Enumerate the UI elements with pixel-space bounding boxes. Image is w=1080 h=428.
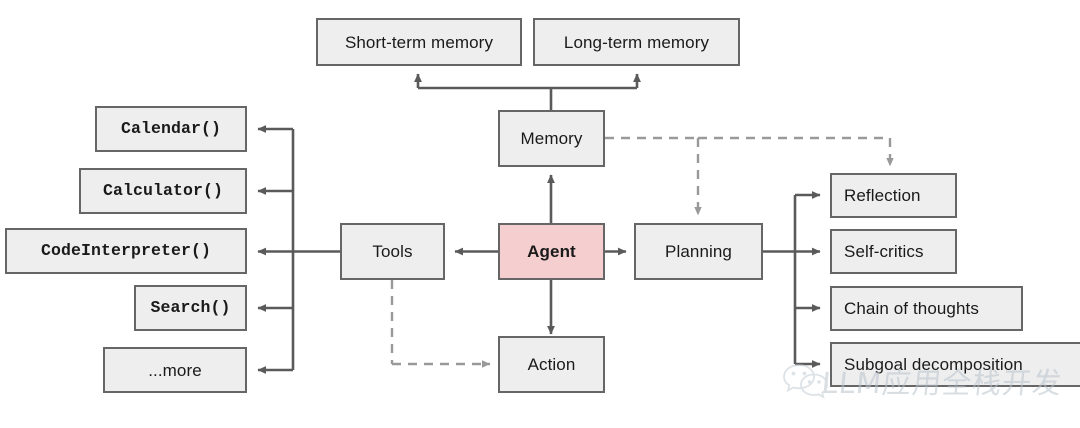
node-tool-more[interactable]: ...more xyxy=(103,347,247,393)
node-tool-calculator[interactable]: Calculator() xyxy=(79,168,247,214)
node-subgoal-decomposition[interactable]: Subgoal decomposition xyxy=(830,342,1080,387)
node-tool-search[interactable]: Search() xyxy=(134,285,247,331)
node-label: Calendar() xyxy=(120,118,222,138)
node-tools[interactable]: Tools xyxy=(340,223,445,280)
node-label: Subgoal decomposition xyxy=(844,355,1023,374)
node-action[interactable]: Action xyxy=(498,336,605,393)
wechat-icon xyxy=(783,364,828,399)
node-agent[interactable]: Agent xyxy=(498,223,605,280)
node-short-term-memory[interactable]: Short-term memory xyxy=(316,18,522,66)
node-chain-of-thoughts[interactable]: Chain of thoughts xyxy=(830,286,1023,331)
node-label: Action xyxy=(527,355,576,374)
node-label: Self-critics xyxy=(844,242,924,261)
node-label: Long-term memory xyxy=(563,32,710,52)
node-label: Agent xyxy=(527,242,576,261)
node-self-critics[interactable]: Self-critics xyxy=(830,229,957,274)
node-label: Reflection xyxy=(844,186,921,205)
node-long-term-memory[interactable]: Long-term memory xyxy=(533,18,740,66)
node-label: CodeInterpreter() xyxy=(40,240,212,260)
node-label: Search() xyxy=(150,297,231,317)
node-planning[interactable]: Planning xyxy=(634,223,763,280)
node-reflection[interactable]: Reflection xyxy=(830,173,957,218)
node-label: ...more xyxy=(148,360,202,380)
node-tool-calendar[interactable]: Calendar() xyxy=(95,106,247,152)
node-label: Calculator() xyxy=(102,180,224,200)
node-label: Planning xyxy=(665,242,732,261)
node-label: Memory xyxy=(520,129,583,148)
node-label: Chain of thoughts xyxy=(844,299,979,318)
node-label: Short-term memory xyxy=(344,32,494,52)
node-memory[interactable]: Memory xyxy=(498,110,605,167)
node-label: Tools xyxy=(372,242,413,261)
node-tool-codeinterpreter[interactable]: CodeInterpreter() xyxy=(5,228,247,274)
